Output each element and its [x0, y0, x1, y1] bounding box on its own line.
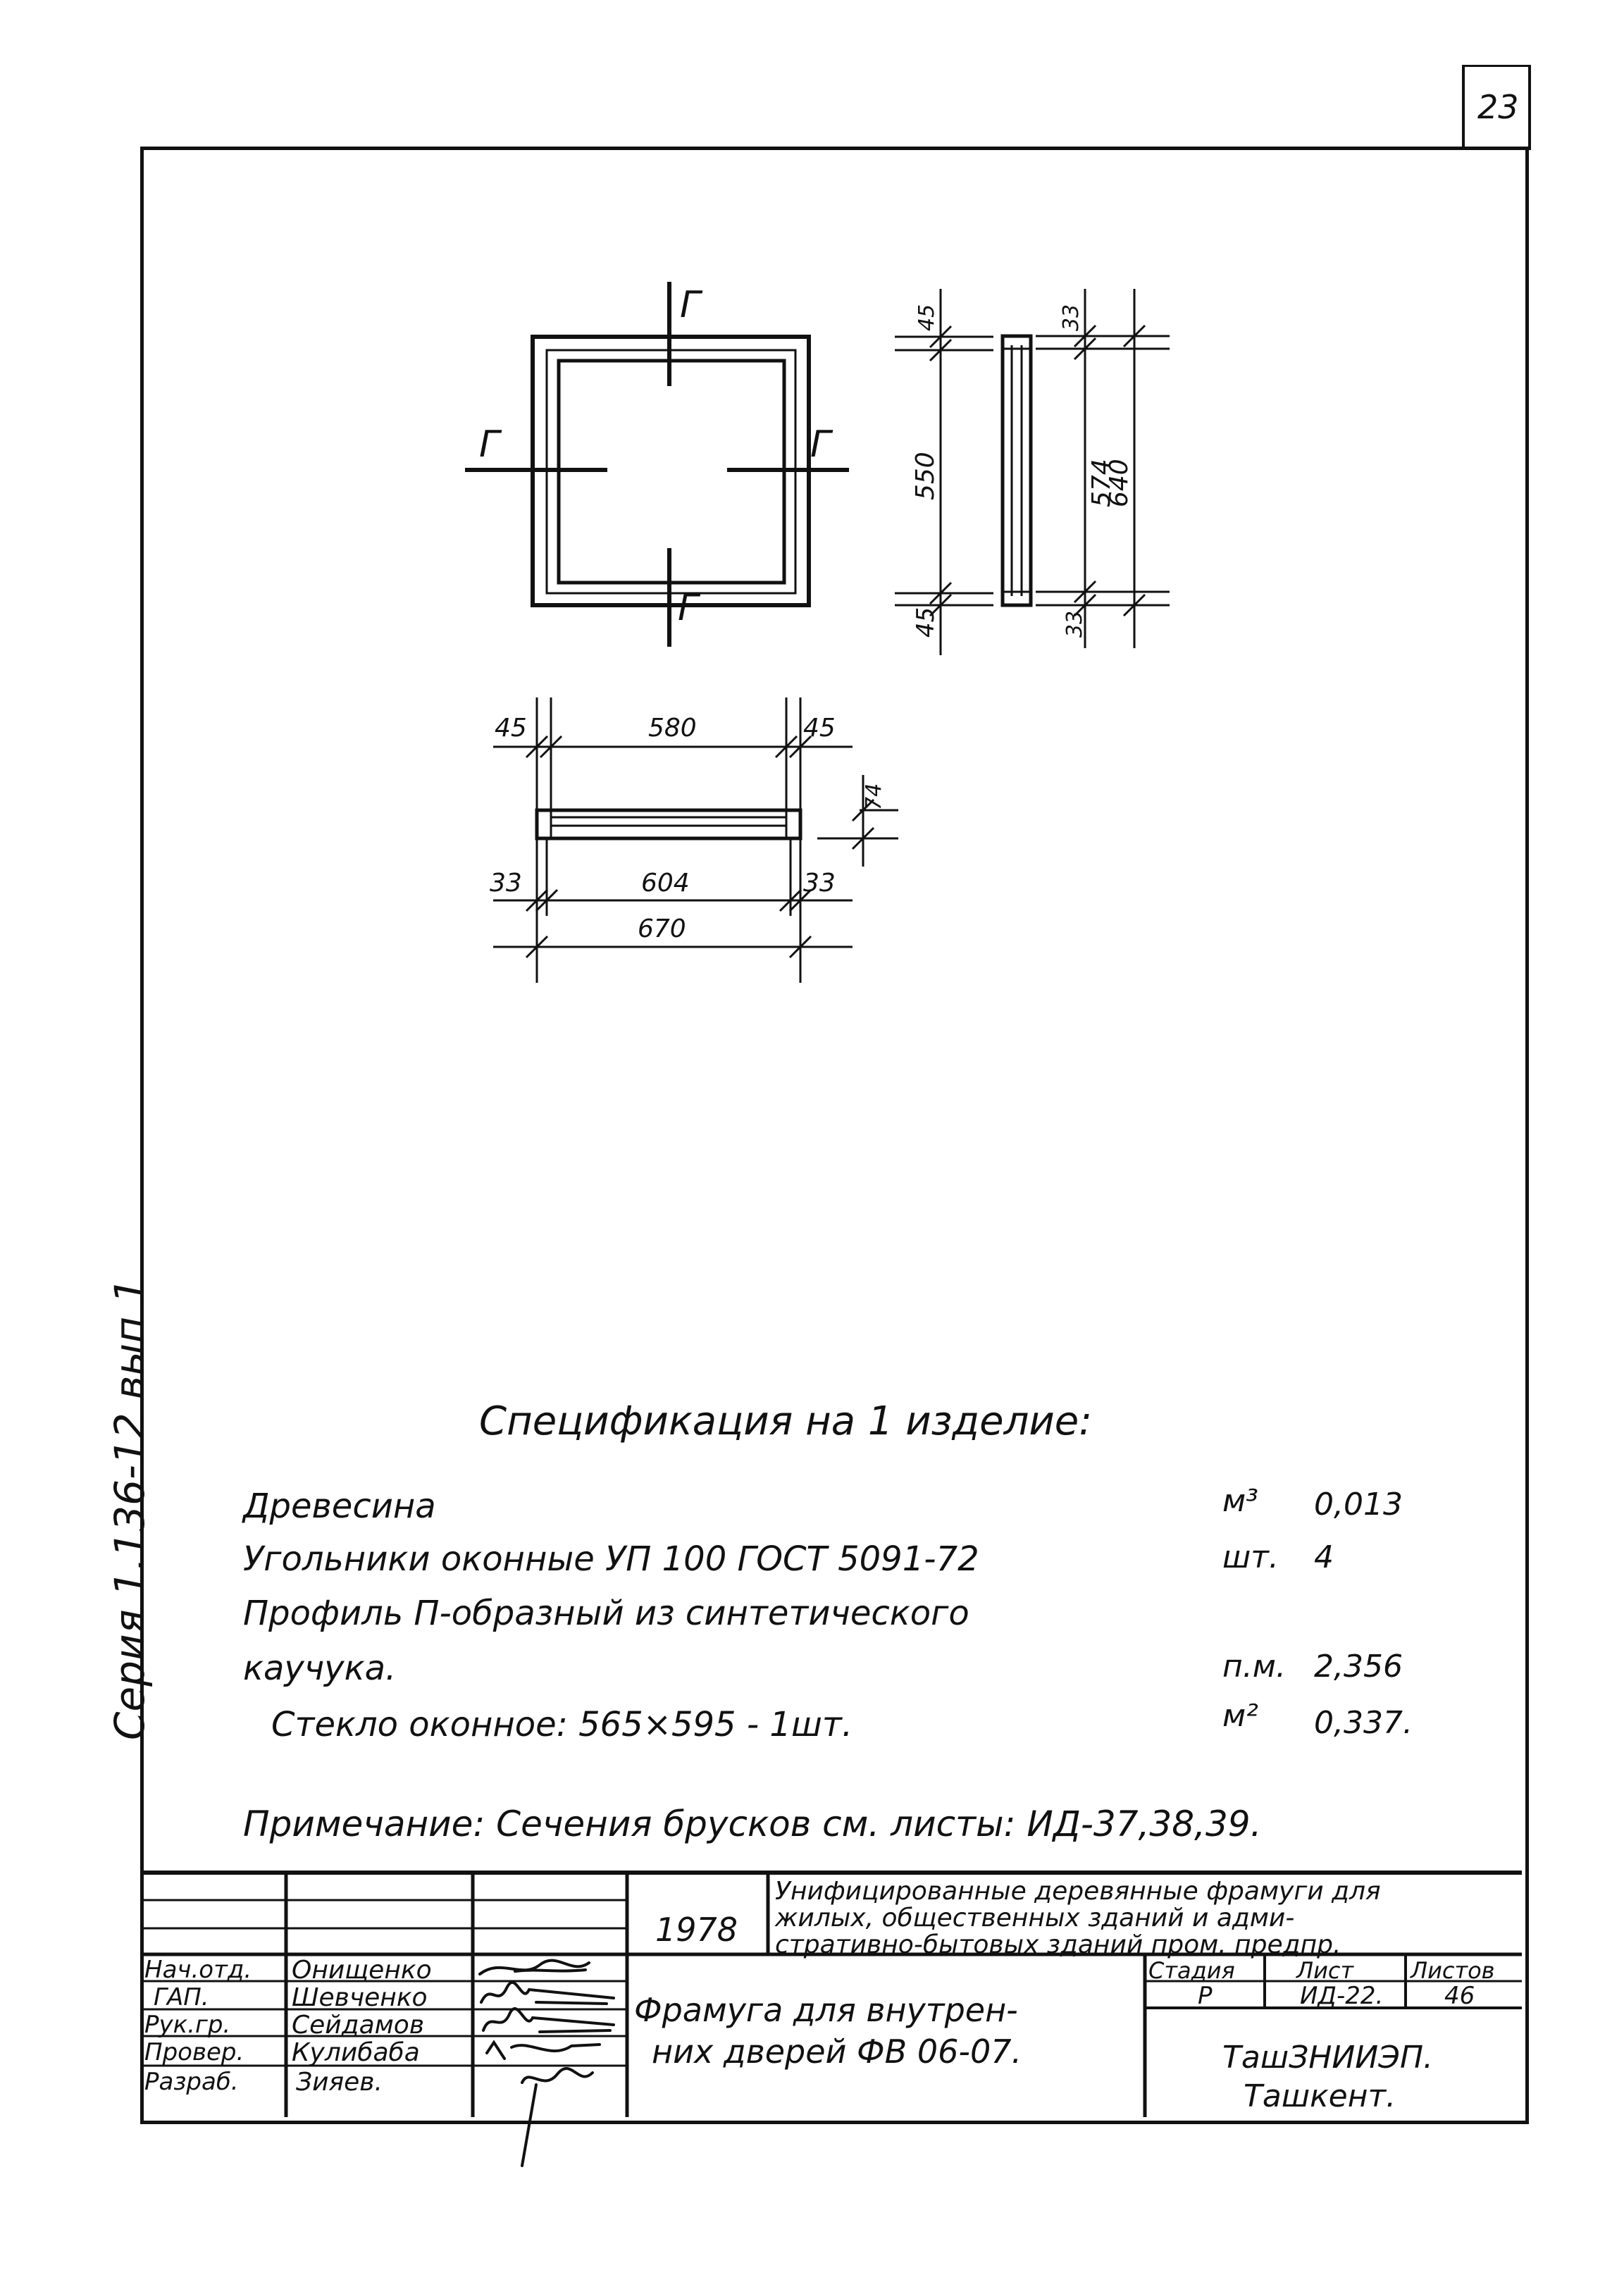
spec-row-5-name: Стекло оконное: 565×595 - 1шт. [271, 1705, 853, 1744]
stage-value: Р [1198, 1982, 1213, 2010]
section-mark-top: Г [680, 284, 703, 326]
spec-title: Спецификация на 1 изделие: [479, 1398, 1093, 1444]
sheet-number-box: 23 [1462, 65, 1531, 150]
signature-4 [485, 2040, 601, 2060]
name-1: Онищенко [292, 1956, 432, 1985]
name-2: Шевченко [292, 1983, 428, 2012]
name-4: Кулибаба [292, 2038, 420, 2067]
spec-row-2-qty: 4 [1314, 1539, 1334, 1575]
org-name: ТашЗНИИЭП. [1222, 2040, 1434, 2076]
title-year: 1978 [655, 1911, 738, 1949]
spec-row-5-unit: м² [1222, 1698, 1258, 1734]
role-3: Рук.гр. [144, 2011, 231, 2039]
name-5: Зияев. [296, 2068, 383, 2097]
sheet-label: Лист [1296, 1957, 1354, 1984]
sheet-value: ИД-22. [1300, 1982, 1384, 2010]
dim-550: 550 [911, 452, 940, 500]
signature-2 [480, 1981, 615, 2005]
plan-section [535, 808, 802, 840]
role-4: Провер. [144, 2038, 244, 2066]
dim-33-top: 33 [1059, 304, 1084, 331]
spec-note: Примечание: Сечения брусков см. листы: И… [243, 1804, 1262, 1844]
spec-row-1-qty: 0,013 [1314, 1487, 1403, 1522]
spec-row-4-qty: 2,356 [1314, 1649, 1403, 1685]
role-5: Разраб. [144, 2068, 239, 2096]
dim-74: 74 [862, 783, 886, 810]
dim-670: 670 [638, 914, 686, 943]
signature-1 [478, 1959, 590, 1975]
dim-top-45-left: 45 [495, 714, 527, 743]
spec-row-3-name: Профиль П-образный из синтетического [243, 1594, 969, 1633]
section-mark-left: Г [479, 423, 502, 466]
spec-row-1-name: Древесина [243, 1487, 436, 1526]
spec-row-1-unit: м³ [1222, 1483, 1258, 1519]
sheets-label: Листов [1411, 1957, 1495, 1984]
side-section [1000, 334, 1033, 607]
dim-45-top: 45 [915, 304, 939, 331]
project-title-line-2: жилых, общественных зданий и адми- [775, 1904, 1295, 1933]
sheet-title-line-1: Фрамуга для внутрен- [634, 1991, 1018, 2029]
dim-bottom-33-left: 33 [490, 869, 522, 898]
dim-33-bottom: 33 [1062, 611, 1087, 638]
dim-top-45-right: 45 [803, 714, 836, 743]
stage-label: Стадия [1148, 1957, 1235, 1984]
section-mark-right: Г [810, 423, 833, 466]
sheet-title-line-2: них дверей ФВ 06-07. [652, 2033, 1022, 2071]
dim-640: 640 [1105, 459, 1134, 507]
spec-row-4-name: каучука. [243, 1649, 397, 1688]
org-city: Ташкент. [1244, 2078, 1396, 2114]
dim-604: 604 [641, 869, 690, 898]
signature-5 [521, 2067, 594, 2167]
sheets-value: 46 [1444, 1982, 1475, 2010]
section-mark-bottom: Г [678, 587, 701, 629]
spec-row-5-qty: 0,337. [1314, 1705, 1413, 1741]
drawing-frame [140, 147, 1529, 2124]
signatures [478, 1959, 615, 2167]
dim-580: 580 [648, 714, 697, 743]
role-2: ГАП. [154, 1983, 209, 2011]
role-1: Нач.отд. [144, 1956, 252, 1984]
spec-row-4-unit: п.м. [1222, 1649, 1286, 1685]
name-3: Сейдамов [292, 2011, 425, 2040]
spec-row-2-unit: шт. [1222, 1539, 1279, 1575]
transom-drawing: Г Г Г Г 45 550 45 33 574 640 33 45 580 4… [465, 282, 1170, 983]
dim-45-bottom: 45 [912, 607, 940, 638]
dim-574: 574 [1087, 459, 1116, 507]
sheet-number: 23 [1477, 88, 1519, 126]
signature-3 [482, 2007, 615, 2033]
project-title-line-3: стративно-бытовых зданий пром. предпр. [775, 1930, 1341, 1959]
project-title-line-1: Унифицированные деревянные фрамуги для [775, 1877, 1381, 1906]
spec-row-2-name: Угольники оконные УП 100 ГОСТ 5091-72 [243, 1539, 979, 1579]
dim-bottom-33-right: 33 [803, 869, 836, 898]
